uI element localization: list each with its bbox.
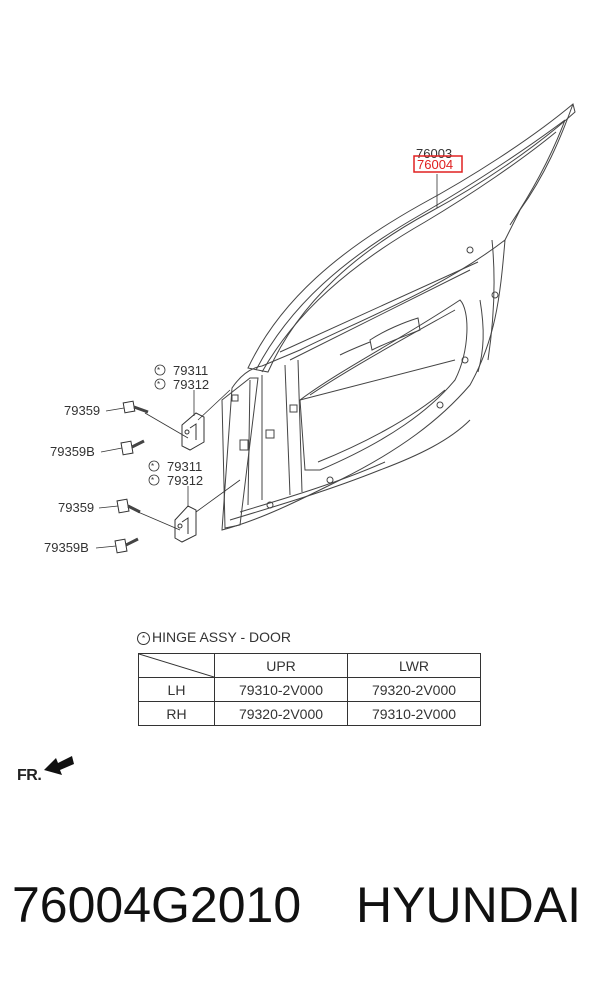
lower-bolt-b: [114, 537, 139, 554]
table-header-row: UPR LWR: [138, 653, 481, 678]
label-79311-lower: 79311: [167, 459, 202, 474]
table-row: LH 79310-2V000 79320-2V000: [138, 677, 481, 702]
cell-lwr: 79310-2V000: [347, 701, 481, 726]
cell-upr: 79310-2V000: [214, 677, 348, 702]
label-79359-upper: 79359: [64, 403, 100, 418]
svg-text:*: *: [151, 476, 154, 485]
upper-bolt-a: [122, 400, 149, 414]
column-header-upr: UPR: [214, 653, 348, 678]
upper-hinge-labels: * 79311 * 79312: [154, 363, 209, 392]
svg-text:*: *: [157, 366, 160, 375]
label-76004: 76004: [417, 157, 453, 172]
svg-text:*: *: [157, 380, 160, 389]
lower-hinge-labels: * 79311 * 79312: [148, 459, 203, 488]
label-79312-lower: 79312: [167, 473, 203, 488]
door-panel-diagram: 76003 76004 * 79311 * 79312 79359 79359B…: [44, 103, 576, 555]
lower-hinge: [174, 505, 197, 543]
column-header-lwr: LWR: [347, 653, 481, 678]
front-arrow-icon: [44, 756, 74, 775]
front-marker-label: FR.: [17, 767, 42, 784]
leader-lines: [95, 174, 438, 549]
highlight-box: [413, 155, 463, 173]
label-79359b-lower: 79359B: [44, 540, 89, 555]
svg-text:*: *: [151, 462, 154, 471]
door-outline: [221, 103, 576, 531]
cell-upr: 79320-2V000: [214, 701, 348, 726]
note-mark-icon: *: [137, 632, 150, 645]
upper-hinge: [181, 412, 205, 451]
label-76003: 76003: [416, 146, 452, 161]
table-corner-cell: [138, 653, 215, 678]
table-row: RH 79320-2V000 79310-2V000: [138, 701, 481, 726]
hinge-table: UPR LWR LH 79310-2V000 79320-2V000 RH 79…: [138, 653, 481, 726]
row-side: LH: [138, 677, 215, 702]
footer-brand: HYUNDAI: [356, 877, 582, 933]
door-holes: [231, 246, 499, 509]
label-79359-lower: 79359: [58, 500, 94, 515]
label-79311-upper: 79311: [173, 363, 208, 378]
lower-bolt-a: [116, 498, 141, 514]
label-79359b-upper: 79359B: [50, 444, 95, 459]
label-79312-upper: 79312: [173, 377, 209, 392]
upper-bolt-b: [120, 439, 145, 456]
diagonal-line: [139, 654, 214, 677]
cell-lwr: 79320-2V000: [347, 677, 481, 702]
footer-part-number: 76004G2010: [12, 877, 302, 933]
hinge-table-title: *HINGE ASSY - DOOR: [137, 629, 291, 645]
row-side: RH: [138, 701, 215, 726]
